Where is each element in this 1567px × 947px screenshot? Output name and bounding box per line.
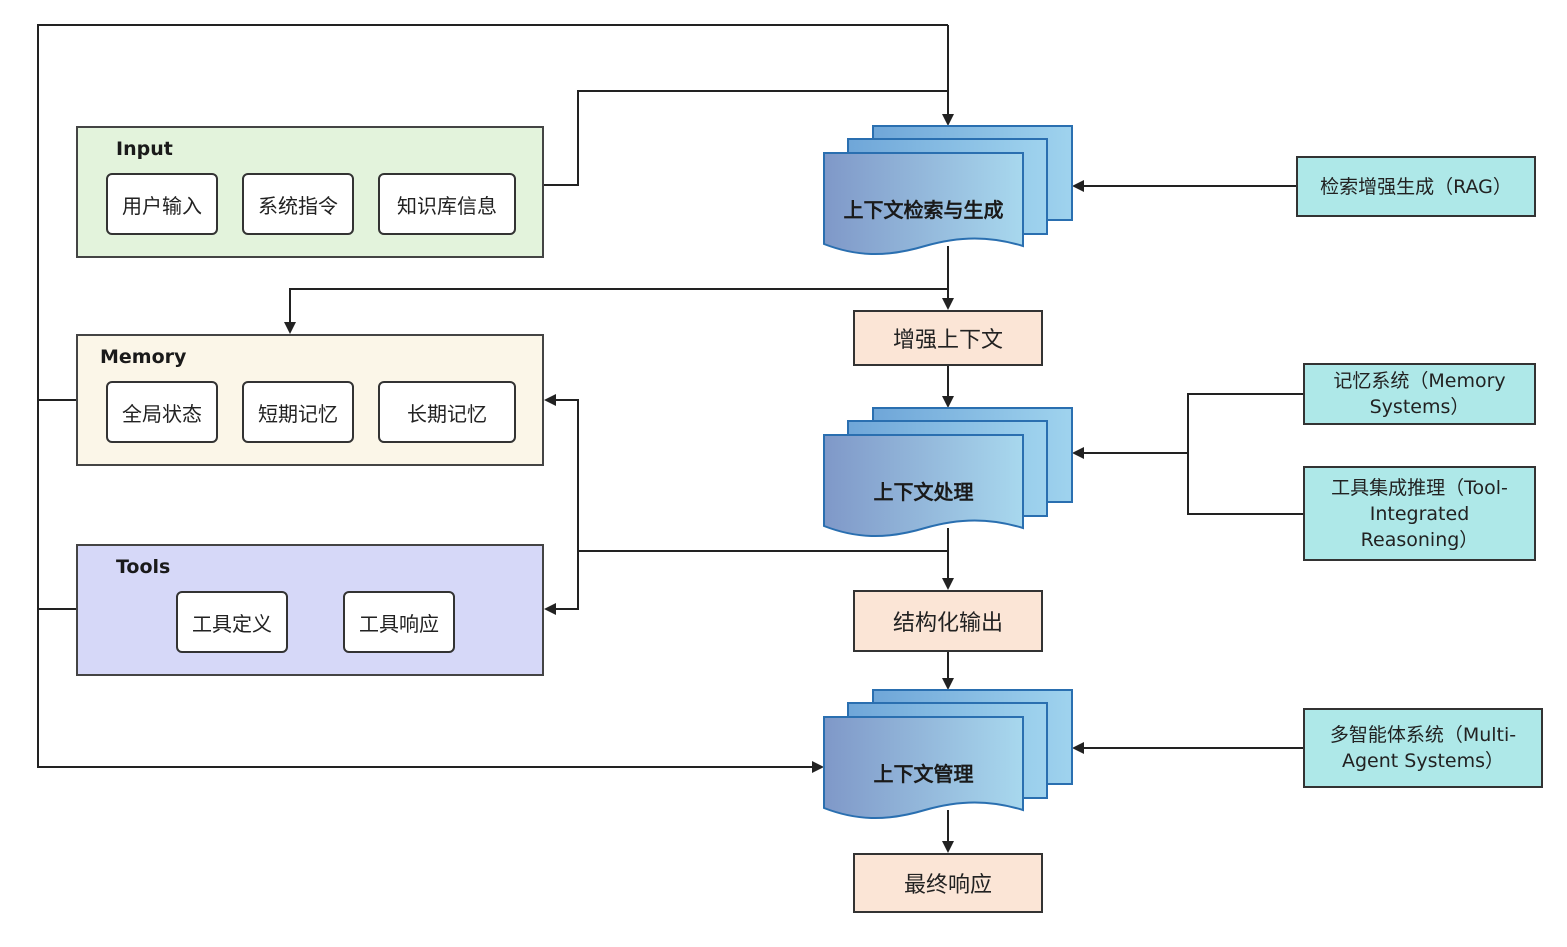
input-item-system-instruction: 系统指令 bbox=[242, 173, 354, 235]
memory-group: Memory 全局状态 短期记忆 长期记忆 bbox=[76, 334, 544, 466]
side-multi-agent: 多智能体系统（Multi-Agent Systems） bbox=[1303, 708, 1543, 788]
edge-retrieval-to-memory bbox=[284, 288, 948, 334]
step-final-response: 最终响应 bbox=[853, 853, 1043, 913]
edge-memory-systems-bracket bbox=[1187, 393, 1303, 515]
input-group-title: Input bbox=[116, 138, 173, 160]
tools-group-title: Tools bbox=[116, 556, 171, 578]
doc-management-label: 上下文管理 bbox=[873, 762, 974, 786]
memory-item-short-term: 短期记忆 bbox=[242, 381, 354, 443]
memory-item-long-term: 长期记忆 bbox=[378, 381, 516, 443]
side-memory-systems: 记忆系统（Memory Systems） bbox=[1303, 363, 1536, 425]
input-group: Input 用户输入 系统指令 知识库信息 bbox=[76, 126, 544, 258]
side-rag: 检索增强生成（RAG） bbox=[1296, 156, 1536, 217]
tools-group: Tools 工具定义 工具响应 bbox=[76, 544, 544, 676]
edge-left-bus bbox=[37, 24, 948, 773]
input-item-user-input: 用户输入 bbox=[106, 173, 218, 235]
tools-item-definition: 工具定义 bbox=[176, 591, 288, 653]
edge-branch-to-memory bbox=[544, 394, 579, 551]
doc-stack-retrieval bbox=[823, 125, 1073, 256]
input-item-knowledge-base: 知识库信息 bbox=[378, 173, 516, 235]
step-structured-output: 结构化输出 bbox=[853, 590, 1043, 652]
tools-item-response: 工具响应 bbox=[343, 591, 455, 653]
doc-stack-processing bbox=[823, 407, 1073, 538]
doc-retrieval-label: 上下文检索与生成 bbox=[843, 198, 1004, 222]
edge-branch-to-tools bbox=[544, 551, 579, 615]
memory-group-title: Memory bbox=[100, 346, 187, 368]
side-tool-reasoning: 工具集成推理（Tool-Integrated Reasoning） bbox=[1303, 466, 1536, 561]
edge-input-to-retrieval bbox=[544, 90, 948, 186]
doc-stack-management bbox=[823, 689, 1073, 820]
memory-item-global-state: 全局状态 bbox=[106, 381, 218, 443]
step-enhanced-context: 增强上下文 bbox=[853, 310, 1043, 366]
doc-processing-label: 上下文处理 bbox=[873, 480, 974, 504]
